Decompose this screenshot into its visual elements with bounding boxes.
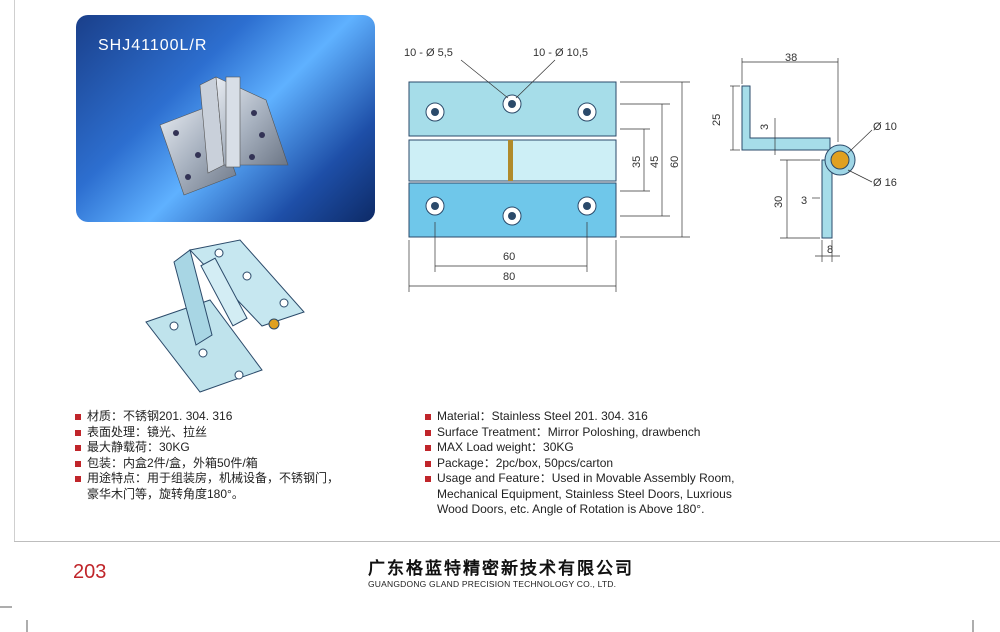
- dim-60-width: 60: [503, 251, 515, 263]
- dim-8: 8: [827, 244, 833, 256]
- dim-45: 45: [649, 156, 661, 168]
- dim-30: 30: [773, 196, 785, 208]
- product-photo: SHJ41100L/R: [76, 15, 375, 222]
- product-model: SHJ41100L/R: [98, 37, 208, 54]
- spec-en-usage-cont-1: Mechanical Equipment, Stainless Steel Do…: [437, 486, 732, 501]
- company-name-cn: 广东格蓝特精密新技术有限公司: [368, 559, 634, 578]
- footer-divider: [14, 541, 1000, 542]
- side-view: [730, 58, 873, 262]
- spec-en-load: MAX Load weight：30KG: [425, 440, 785, 456]
- spec-cn-material: 材质：不锈钢201. 304. 316: [75, 409, 375, 425]
- spec-en-usage-cont-2: Wood Doors, etc. Angle of Rotation is Ab…: [437, 502, 705, 516]
- spec-en-material: Material：Stainless Steel 201. 304. 316: [425, 409, 785, 425]
- front-view: [408, 59, 690, 292]
- company-name-en: GUANGDONG GLAND PRECISION TECHNOLOGY CO.…: [368, 579, 617, 589]
- spec-cn-package: 包装：内盒2件/盒，外箱50件/箱: [75, 456, 375, 472]
- dim-hole-small: 10 - Ø 5,5: [404, 47, 453, 59]
- spec-cn-usage-cont: 豪华木门等，旋转角度180°。: [87, 486, 244, 501]
- dim-25: 25: [711, 114, 723, 126]
- spec-en-package: Package：2pc/box, 50pcs/carton: [425, 456, 785, 472]
- specs-chinese: 材质：不锈钢201. 304. 316 表面处理：镜光、拉丝 最大静载荷：30K…: [75, 409, 375, 502]
- dim-38: 38: [785, 52, 797, 64]
- spec-cn-load: 最大静载荷：30KG: [75, 440, 375, 456]
- dim-80-width: 80: [503, 271, 515, 283]
- dim-35: 35: [631, 156, 643, 168]
- hinge-3d-render: [145, 239, 305, 393]
- spec-cn-usage: 用途特点：用于组装房，机械设备，不锈钢门，: [75, 471, 375, 487]
- dim-hole-large: 10 - Ø 10,5: [533, 47, 588, 59]
- dim-3-bottom: 3: [801, 195, 807, 207]
- spec-en-usage: Usage and Feature：Used in Movable Assemb…: [425, 471, 785, 487]
- page-number: 203: [73, 561, 107, 583]
- dim-3-top: 3: [759, 124, 771, 130]
- crop-marks: [0, 606, 974, 632]
- spec-en-surface: Surface Treatment：Mirror Poloshing, draw…: [425, 425, 785, 441]
- specs-english: Material：Stainless Steel 201. 304. 316 S…: [425, 409, 785, 518]
- page-margin-line: [14, 0, 15, 541]
- dim-60-height: 60: [669, 156, 681, 168]
- dim-phi10: Ø 10: [873, 121, 897, 133]
- dim-phi16: Ø 16: [873, 177, 897, 189]
- spec-cn-surface: 表面处理：镜光、拉丝: [75, 425, 375, 441]
- photo-hinge-illustration: [159, 76, 289, 196]
